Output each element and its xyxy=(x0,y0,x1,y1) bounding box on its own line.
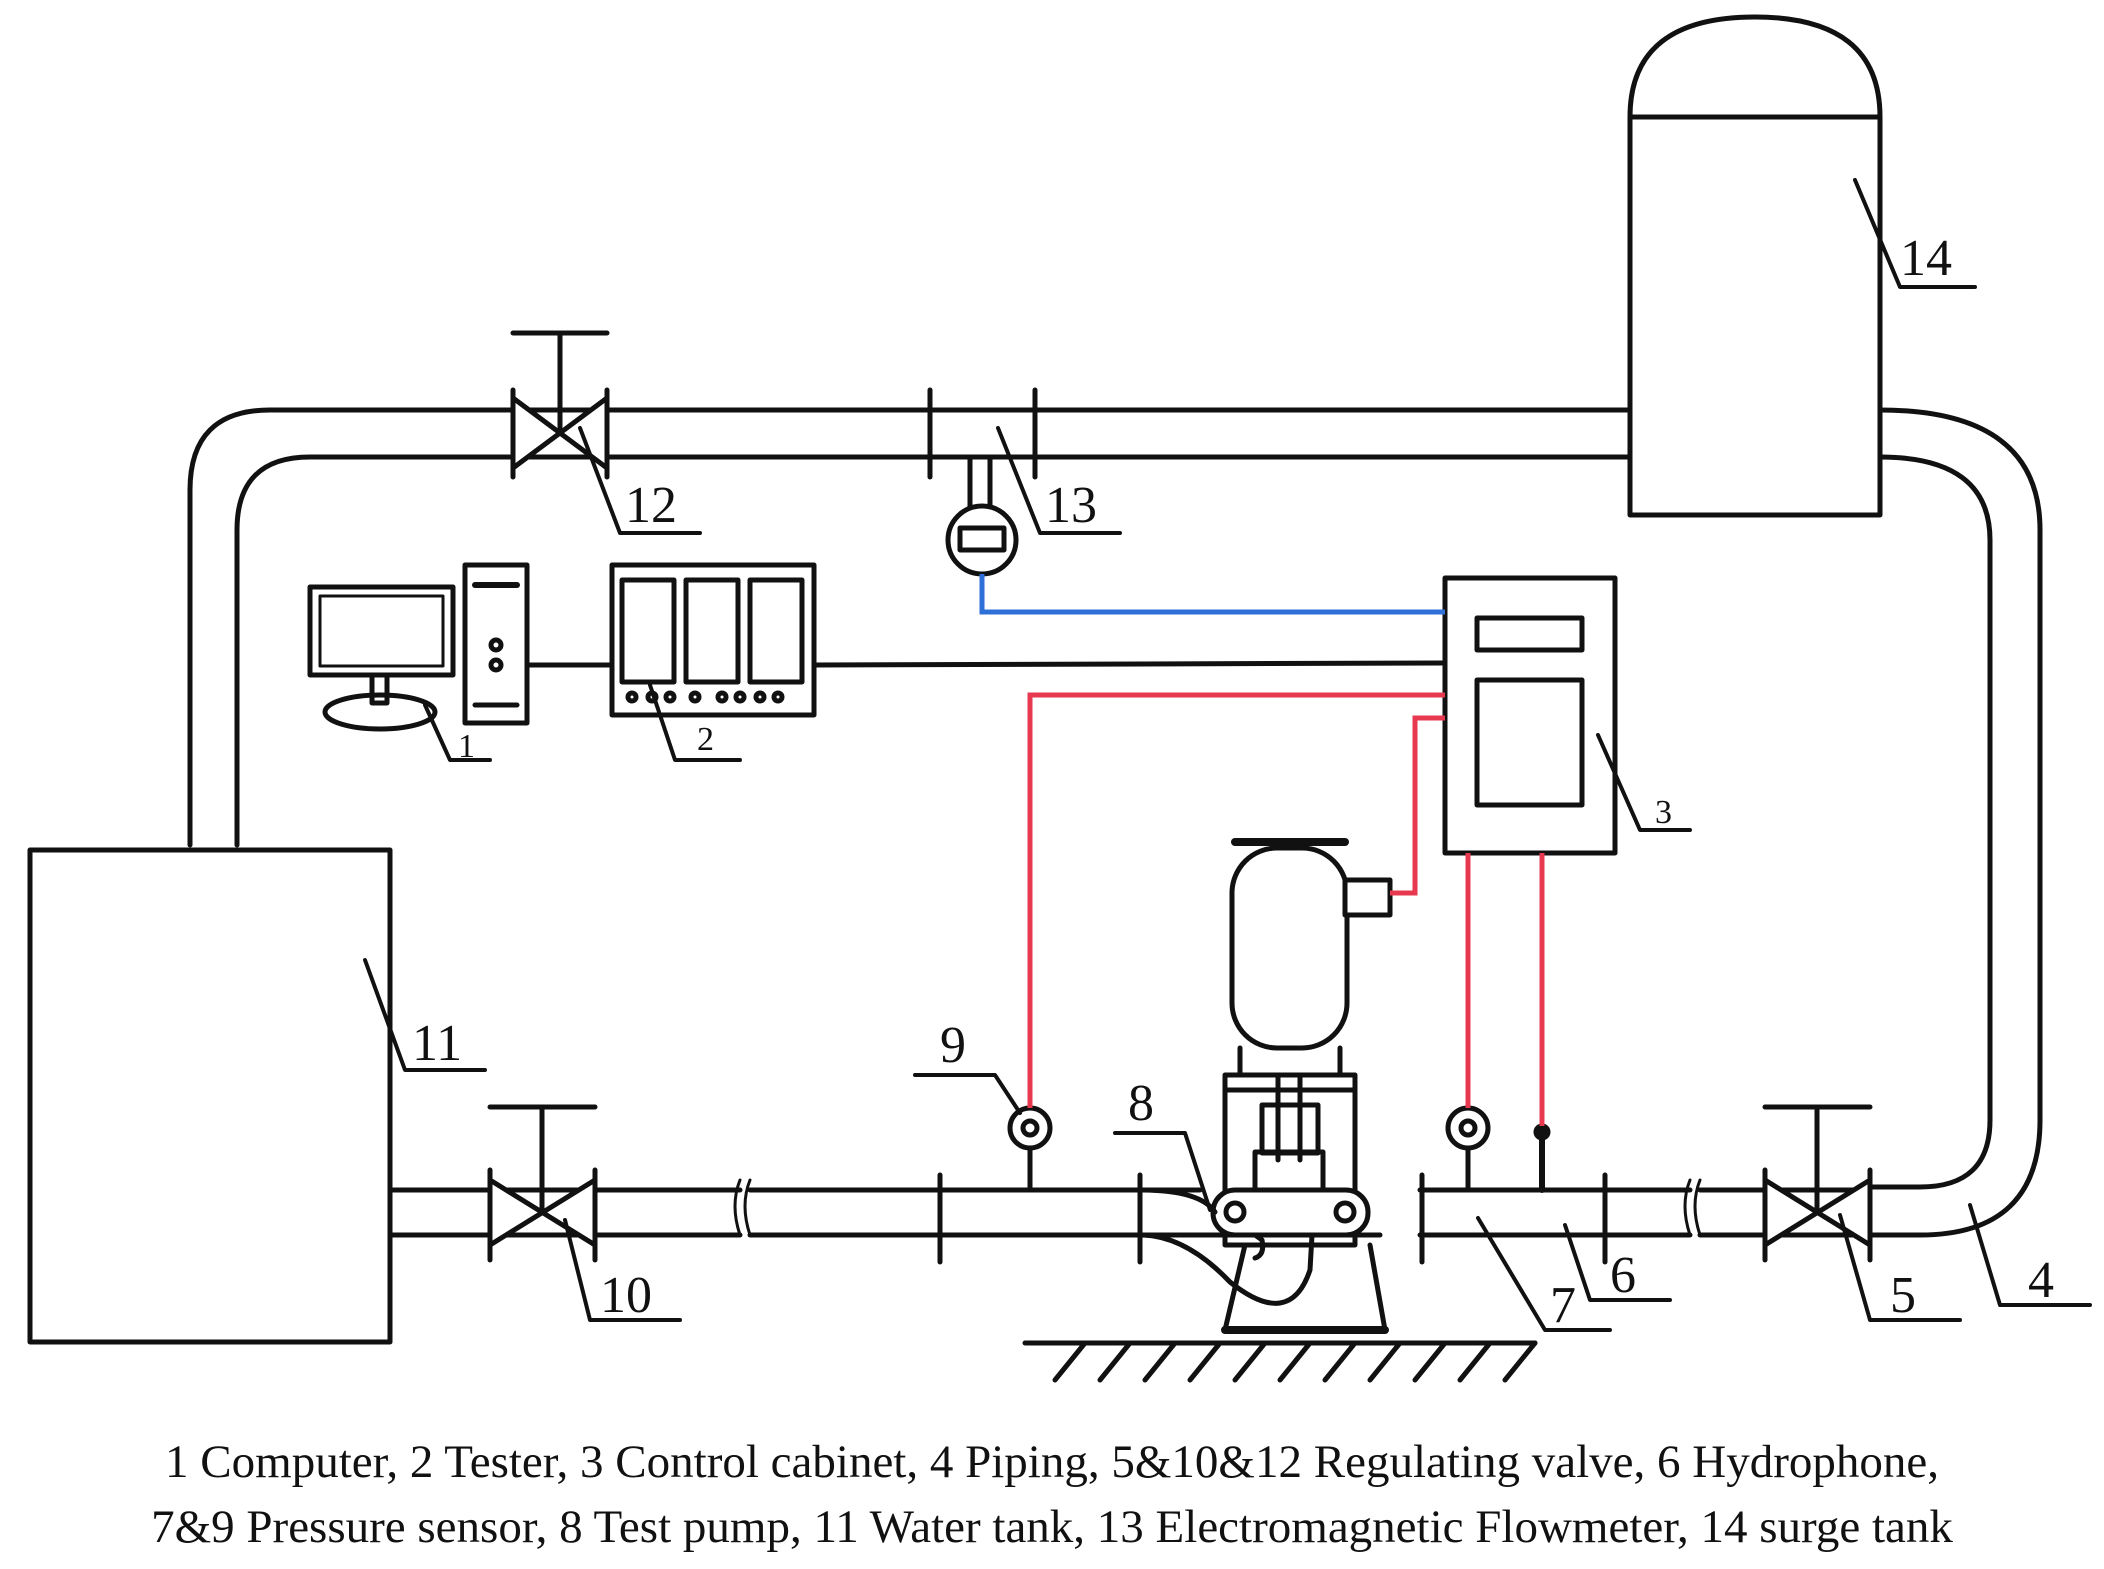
top-pipe xyxy=(187,407,2043,1238)
label-control-cabinet: 3 xyxy=(1655,794,1672,831)
label-tester: 2 xyxy=(697,721,714,758)
label-valve-12: 12 xyxy=(625,477,677,534)
control-cabinet xyxy=(1442,575,1618,856)
label-valve-10: 10 xyxy=(600,1267,652,1324)
label-pressure-sensor-9: 9 xyxy=(940,1017,966,1074)
hydrophone xyxy=(1533,1123,1551,1193)
label-test-pump: 8 xyxy=(1128,1075,1154,1132)
label-pressure-sensor-7: 7 xyxy=(1550,1277,1576,1334)
label-computer: 1 xyxy=(458,728,475,765)
regulating-valve-12 xyxy=(510,330,610,480)
pressure-sensor-7 xyxy=(1445,1105,1491,1193)
pressure-sensor-9 xyxy=(1007,1105,1053,1193)
surge-tank xyxy=(1627,14,1883,518)
water-tank xyxy=(27,847,393,1345)
tester xyxy=(609,562,817,718)
label-piping: 4 xyxy=(2028,1252,2054,1309)
caption-line-1: 1 Computer, 2 Tester, 3 Control cabinet,… xyxy=(165,1436,1939,1488)
signal-cables xyxy=(979,574,1545,1126)
leader-lines xyxy=(363,178,2092,1332)
bottom-pipe xyxy=(387,1172,1873,1265)
label-surge-tank: 14 xyxy=(1900,230,1952,287)
label-water-tank: 11 xyxy=(412,1015,462,1072)
label-flowmeter: 13 xyxy=(1045,477,1097,534)
pump-motor-cable xyxy=(1390,715,1445,896)
computer xyxy=(307,562,530,732)
flowmeter-signal-cable xyxy=(979,574,1445,615)
label-hydrophone: 6 xyxy=(1610,1247,1636,1304)
tester-cabinet-cable xyxy=(811,660,1448,668)
ground xyxy=(1022,1340,1538,1383)
caption-line-2: 7&9 Pressure sensor, 8 Test pump, 11 Wat… xyxy=(151,1501,1953,1553)
label-valve-5: 5 xyxy=(1890,1267,1916,1324)
sensor-9-cable xyxy=(1027,692,1445,1108)
test-pump xyxy=(1137,838,1393,1334)
